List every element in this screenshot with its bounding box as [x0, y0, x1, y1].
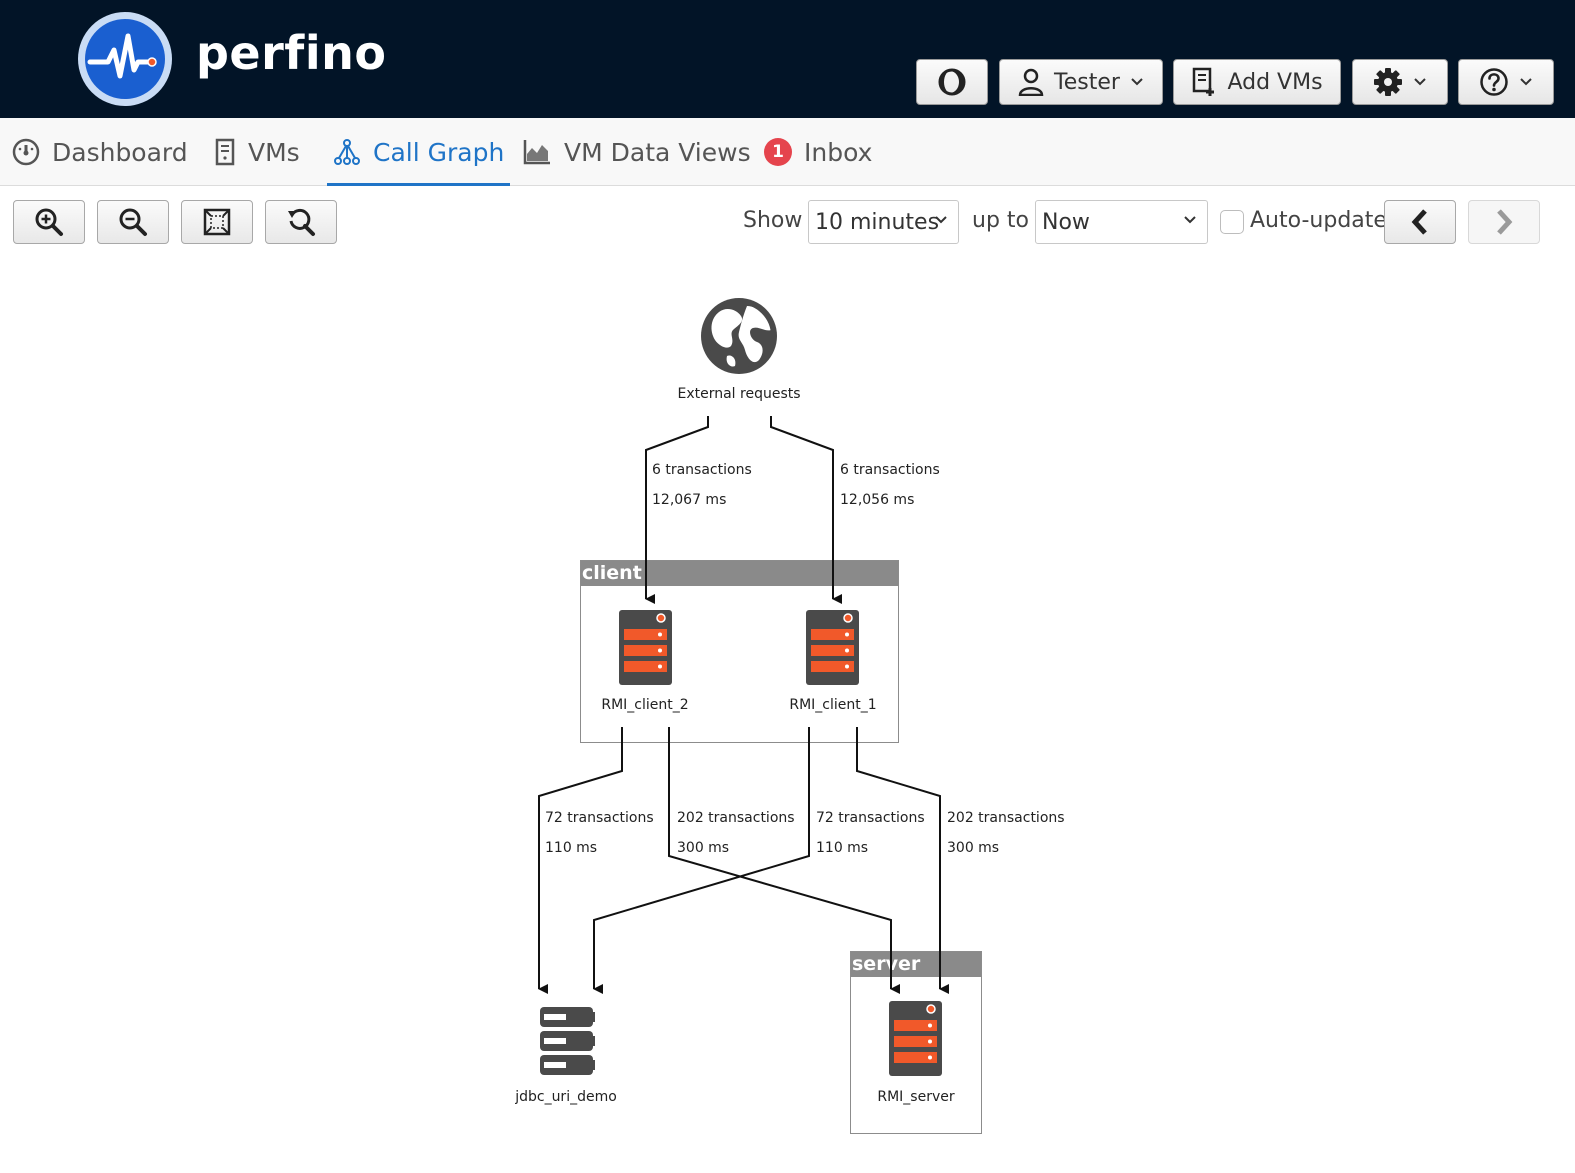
dashboard-icon — [12, 138, 40, 166]
chevron-right-icon — [1497, 209, 1513, 235]
edge-label[interactable]: 202 transactions 300 ms — [677, 803, 795, 863]
edge-external-to-client1 — [770, 416, 842, 604]
user-icon — [1018, 68, 1044, 96]
help-menu-button[interactable] — [1458, 59, 1554, 105]
edge-client2-to-jdbc — [538, 727, 623, 994]
user-menu-button[interactable]: Tester — [999, 59, 1163, 105]
server-vm-icon — [619, 610, 672, 685]
edge-transactions: 72 transactions — [545, 810, 654, 826]
chevron-left-icon — [1411, 209, 1427, 235]
node-label-rmi-client-1[interactable]: RMI_client_1 — [789, 697, 877, 713]
edge-client1-to-server — [856, 727, 949, 994]
edge-time: 12,067 ms — [652, 492, 727, 508]
settings-menu-button[interactable] — [1352, 59, 1448, 105]
tab-label: VM Data Views — [564, 137, 751, 167]
user-name: Tester — [1054, 69, 1120, 95]
logo-icon — [85, 19, 165, 99]
edge-label[interactable]: 72 transactions 110 ms — [816, 803, 925, 863]
edge-time: 110 ms — [545, 840, 598, 856]
zoom-out-icon — [119, 208, 147, 236]
fit-window-icon — [203, 208, 231, 236]
perfino-logo — [78, 12, 172, 106]
auto-update-checkbox[interactable] — [1220, 210, 1244, 234]
help-icon — [1480, 68, 1508, 96]
edge-time: 12,056 ms — [840, 492, 915, 508]
main-nav: Dashboard VMs Call Graph VM Data Views 1… — [0, 118, 1575, 186]
node-label-external-requests: External requests — [677, 386, 801, 402]
fit-to-window-button[interactable] — [181, 200, 253, 244]
show-label: Show — [743, 208, 803, 233]
add-vm-icon — [1193, 67, 1215, 96]
edge-time: 300 ms — [947, 840, 1000, 856]
edge-transactions: 72 transactions — [816, 810, 925, 826]
tab-label: Dashboard — [52, 137, 188, 167]
zoom-in-button[interactable] — [13, 200, 85, 244]
end-time-value: Now — [1042, 209, 1090, 235]
edge-label[interactable]: 6 transactions 12,056 ms — [840, 455, 940, 515]
globe-icon — [701, 298, 777, 374]
edge-transactions: 6 transactions — [840, 462, 940, 478]
app-header: perfino Tester Add VMs — [0, 0, 1575, 118]
gear-icon — [1374, 68, 1402, 96]
node-label-jdbc-uri-demo[interactable]: jdbc_uri_demo — [515, 1089, 617, 1105]
end-time-select[interactable]: Now — [1035, 200, 1208, 244]
tab-label: VMs — [248, 137, 300, 167]
time-range-select[interactable]: 10 minutes — [808, 200, 959, 244]
theme-icon — [938, 68, 966, 96]
add-vms-button[interactable]: Add VMs — [1173, 59, 1341, 105]
vm-icon — [215, 138, 235, 166]
tab-dashboard[interactable]: Dashboard — [12, 118, 188, 186]
edge-label[interactable]: 72 transactions 110 ms — [545, 803, 654, 863]
time-range-value: 10 minutes — [815, 209, 940, 235]
edge-label[interactable]: 6 transactions 12,067 ms — [652, 455, 752, 515]
chevron-down-icon — [1414, 78, 1426, 86]
tab-inbox[interactable]: 1 Inbox — [764, 118, 872, 186]
database-icon — [540, 1007, 595, 1075]
node-label-rmi-server[interactable]: RMI_server — [877, 1089, 955, 1105]
edge-transactions: 6 transactions — [652, 462, 752, 478]
chevron-down-icon — [1520, 78, 1532, 86]
node-label-rmi-client-2[interactable]: RMI_client_2 — [601, 697, 689, 713]
group-title: server — [851, 952, 981, 977]
next-button[interactable] — [1468, 200, 1540, 244]
call-graph-icon — [334, 139, 360, 165]
zoom-in-icon — [35, 208, 63, 236]
reset-zoom-button[interactable] — [265, 200, 337, 244]
tab-label: Inbox — [804, 137, 873, 167]
tab-vms[interactable]: VMs — [214, 118, 300, 186]
brand-name: perfino — [196, 26, 387, 80]
server-vm-icon — [806, 610, 859, 685]
chevron-down-icon — [1184, 216, 1196, 224]
add-vms-label: Add VMs — [1227, 69, 1323, 95]
edge-client2-to-server — [668, 727, 900, 994]
edge-transactions: 202 transactions — [947, 810, 1065, 826]
theme-toggle-button[interactable] — [916, 59, 988, 105]
group-title: client — [581, 561, 898, 586]
tab-call-graph[interactable]: Call Graph — [326, 118, 511, 186]
edge-external-to-client2 — [645, 416, 709, 604]
chevron-down-icon — [935, 216, 947, 224]
up-to-label: up to — [972, 208, 1029, 233]
edge-time: 110 ms — [816, 840, 869, 856]
edge-client1-to-jdbc — [593, 727, 810, 994]
server-vm-icon — [889, 1001, 942, 1076]
tab-vm-data-views[interactable]: VM Data Views — [522, 118, 751, 186]
edge-label[interactable]: 202 transactions 300 ms — [947, 803, 1065, 863]
zoom-out-button[interactable] — [97, 200, 169, 244]
tab-label: Call Graph — [373, 137, 505, 167]
reset-zoom-icon — [288, 208, 315, 236]
previous-button[interactable] — [1384, 200, 1456, 244]
edge-transactions: 202 transactions — [677, 810, 795, 826]
inbox-badge: 1 — [764, 138, 792, 166]
auto-update-label: Auto-update — [1250, 208, 1387, 233]
edge-time: 300 ms — [677, 840, 730, 856]
chart-icon — [523, 140, 550, 165]
chevron-down-icon — [1131, 78, 1143, 86]
